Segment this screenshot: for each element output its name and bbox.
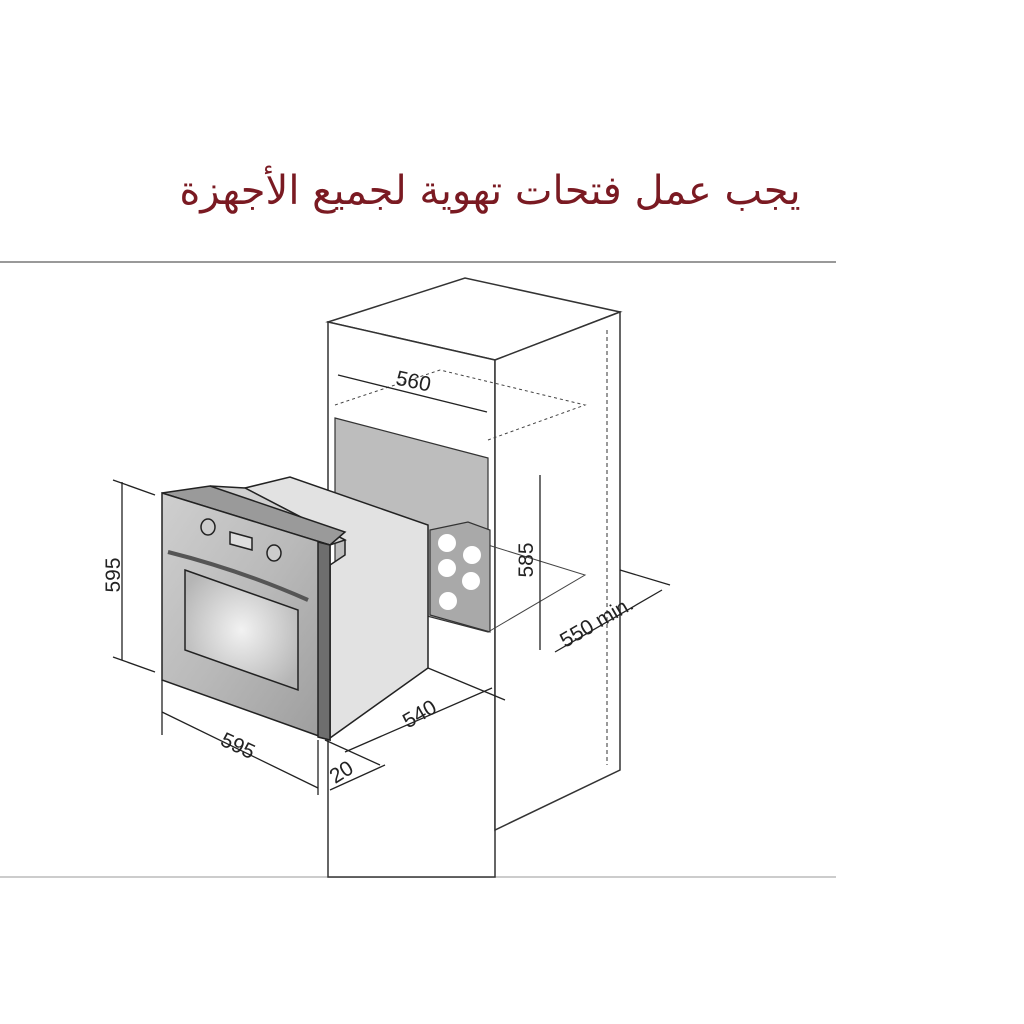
dim-niche-height: 585	[515, 542, 538, 577]
vent-plate	[429, 521, 491, 633]
dim-oven-width: 595	[217, 728, 258, 764]
niche-floor-outline	[487, 544, 587, 633]
oven	[161, 476, 429, 742]
title: يجب عمل فتحات تهوية لجميع الأجهزة	[179, 168, 801, 214]
dim-oven-height: 595	[102, 557, 125, 592]
